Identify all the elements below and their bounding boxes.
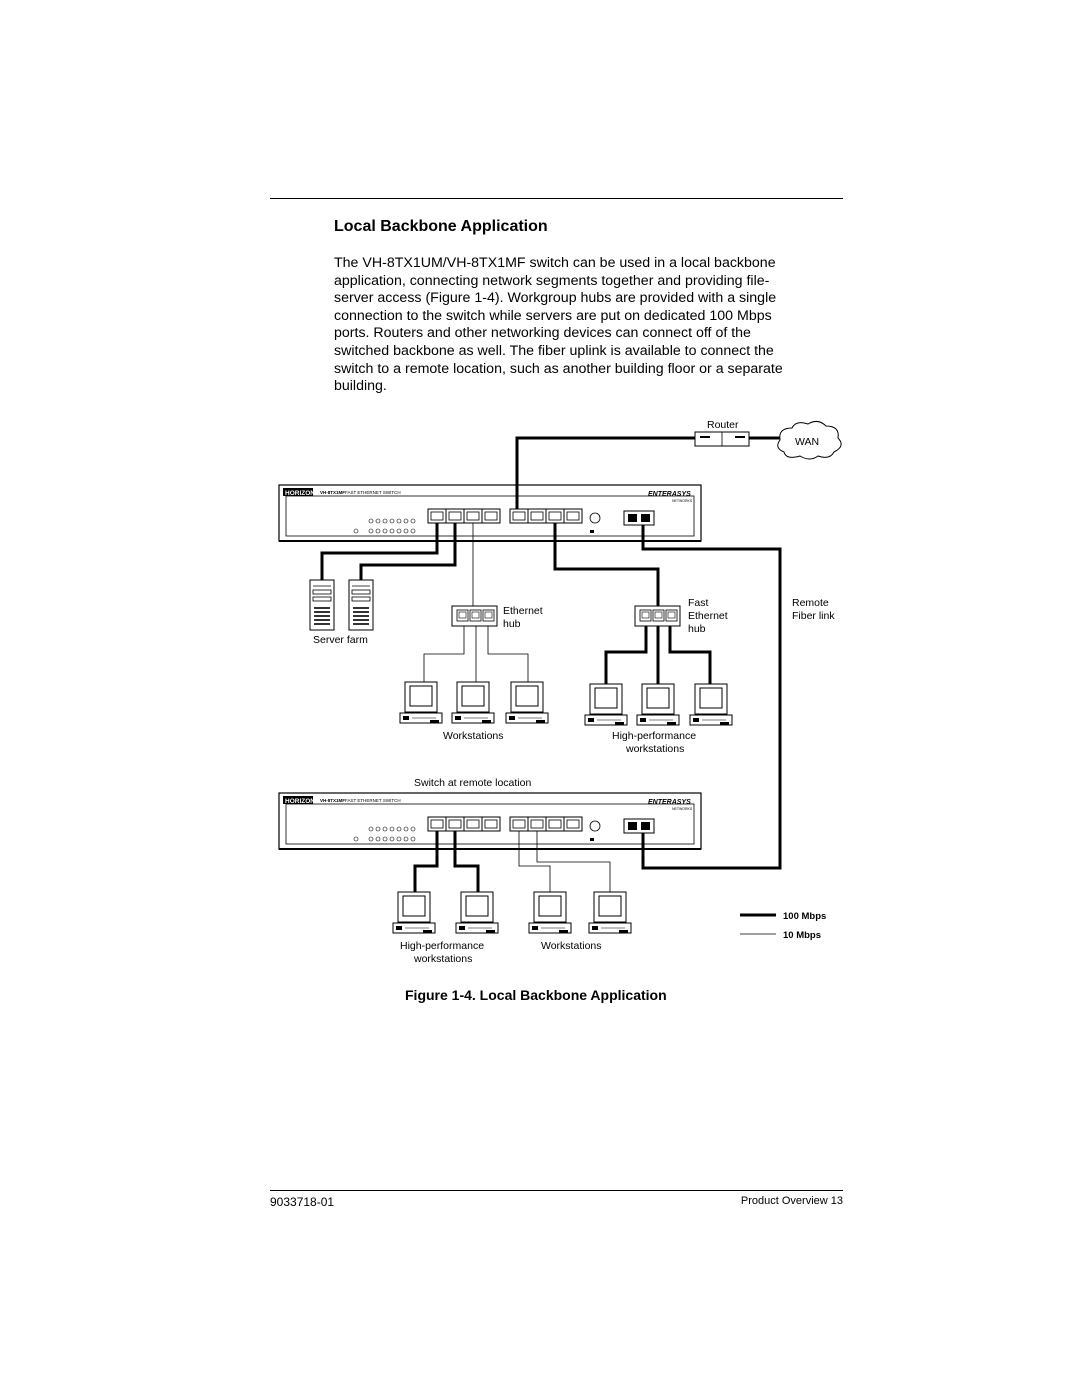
hp-workstations-label: workstations: [625, 743, 684, 755]
figure-caption: Figure 1-4. Local Backbone Application: [405, 987, 667, 1003]
main-switch: HORIZON VH-8TX1MF FAST ETHERNET SWITCH E…: [278, 484, 702, 542]
remote-hp-workstation-icon: [392, 891, 436, 934]
router-icon: [694, 431, 750, 447]
ethernet-hub-icon: [451, 605, 498, 627]
server-icon: [348, 579, 374, 631]
workstations-label: Workstations: [443, 730, 504, 742]
remote-switch: HORIZON VH-8TX1MF FAST ETHERNET SWITCH E…: [278, 792, 702, 850]
wan-cloud-icon: [777, 420, 842, 460]
workstation-icon: [451, 681, 495, 724]
remote-vendor-sub: NETWORKS: [672, 807, 693, 811]
body-line: connection to the switch while servers a…: [334, 307, 772, 324]
remote-switch-leds: [353, 826, 416, 842]
legend: 100 Mbps 10 Mbps: [740, 911, 826, 941]
section-title: Local Backbone Application: [334, 218, 548, 235]
remote-workstation-icon: [588, 891, 632, 934]
ethernet-hub-label: Ethernet: [503, 605, 543, 617]
body-line: The VH-8TX1UM/VH-8TX1MF switch can be us…: [334, 255, 776, 271]
workstation-icon: [505, 681, 549, 724]
remote-workstation-icon: [528, 891, 572, 934]
hp-workstation-icon: [584, 683, 628, 726]
fast-hub-label: Ethernet: [688, 610, 728, 622]
links-100mbps: [320, 436, 782, 892]
switch-leds: [353, 518, 416, 534]
switch-type: FAST ETHERNET SWITCH: [345, 490, 401, 495]
body-line: application, connecting network segments…: [334, 272, 770, 289]
remote-hp-label: workstations: [413, 953, 472, 965]
hp-workstation-icon: [689, 683, 733, 726]
remote-switch-model: VH-8TX1MF: [320, 798, 345, 803]
remote-switch-brand: HORIZON: [285, 798, 315, 805]
hp-workstation-icon: [636, 683, 680, 726]
remote-hp-workstation-icon: [455, 891, 499, 934]
header-rule: [270, 198, 843, 199]
ethernet-hub-label: hub: [503, 618, 521, 630]
fast-hub-label: hub: [688, 623, 706, 635]
switch-model: VH-8TX1MF: [320, 490, 345, 495]
body-line: building.: [334, 378, 387, 395]
remote-fiber-label: Remote: [792, 597, 829, 609]
server-icon: [309, 579, 335, 631]
wan-label: WAN: [795, 436, 819, 448]
remote-vendor-logo: ENTERASYS: [648, 799, 691, 806]
body-line: server access (Figure 1-4). Workgroup hu…: [334, 290, 777, 307]
server-farm-label: Server farm: [313, 634, 368, 646]
hp-workstations-label: High-performance: [612, 730, 696, 742]
remote-hp-label: High-performance: [400, 940, 484, 952]
fast-hub-label: Fast: [688, 597, 709, 609]
remote-switch-label: Switch at remote location: [414, 777, 531, 789]
body-paragraph: The VH-8TX1UM/VH-8TX1MF switch can be us…: [334, 255, 844, 396]
remote-fiber-label: Fiber link: [792, 610, 835, 622]
body-line: switch to a remote location, such as ano…: [334, 360, 783, 377]
legend-10-label: 10 Mbps: [783, 930, 821, 941]
network-diagram: Router WAN HORIZON VH-8TX1MF FAST ETHERN…: [278, 419, 842, 965]
footer-rule: [270, 1190, 843, 1191]
remote-workstations-label: Workstations: [541, 940, 602, 952]
switch-brand: HORIZON: [285, 490, 315, 497]
page-label: Product Overview 13: [740, 1195, 843, 1207]
vendor-logo: ENTERASYS: [648, 491, 691, 498]
body-line: ports. Routers and other networking devi…: [334, 325, 751, 342]
vendor-sub: NETWORKS: [672, 499, 693, 503]
fast-ethernet-hub-icon: [634, 605, 681, 627]
body-line: switched backbone as well. The fiber upl…: [334, 342, 774, 359]
links-10mbps: [423, 523, 611, 892]
router-label: Router: [707, 419, 739, 431]
remote-switch-type: FAST ETHERNET SWITCH: [345, 798, 401, 803]
legend-100-label: 100 Mbps: [783, 911, 826, 922]
doc-number: 9033718-01: [270, 1195, 335, 1209]
workstation-icon: [399, 681, 443, 724]
